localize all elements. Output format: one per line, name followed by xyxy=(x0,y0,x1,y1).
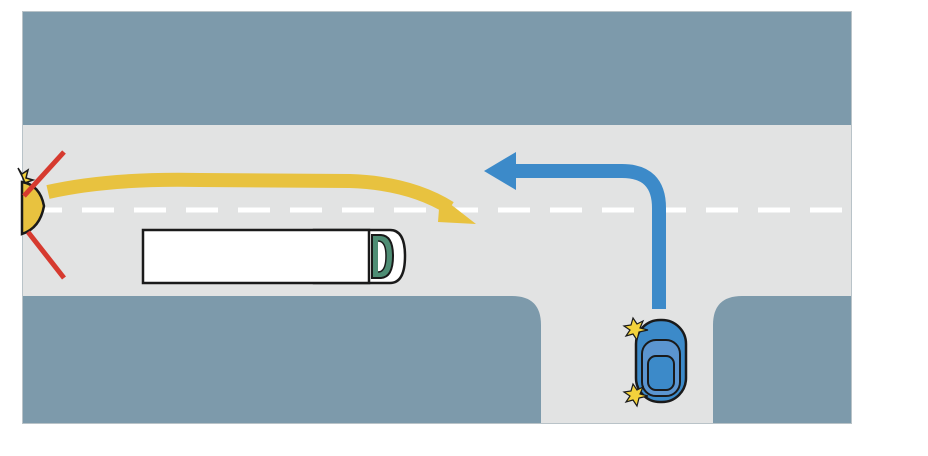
truck-cab-inner xyxy=(377,240,387,273)
yellow-path-arrow xyxy=(46,172,476,224)
blue-path-arrow xyxy=(484,152,666,309)
car-signal-icon-rear xyxy=(622,382,649,408)
yellow-vehicle-signal-icon xyxy=(17,167,36,184)
car-roof xyxy=(647,355,675,391)
bottom-left-block xyxy=(23,296,541,423)
truck-trailer xyxy=(141,228,371,285)
top-block xyxy=(23,12,851,125)
red-x-icon xyxy=(22,150,66,280)
truck-top-icon xyxy=(141,228,407,285)
car-top-icon xyxy=(622,316,688,408)
car-signal-icon-front xyxy=(622,316,649,342)
bottom-right-block xyxy=(713,296,851,423)
